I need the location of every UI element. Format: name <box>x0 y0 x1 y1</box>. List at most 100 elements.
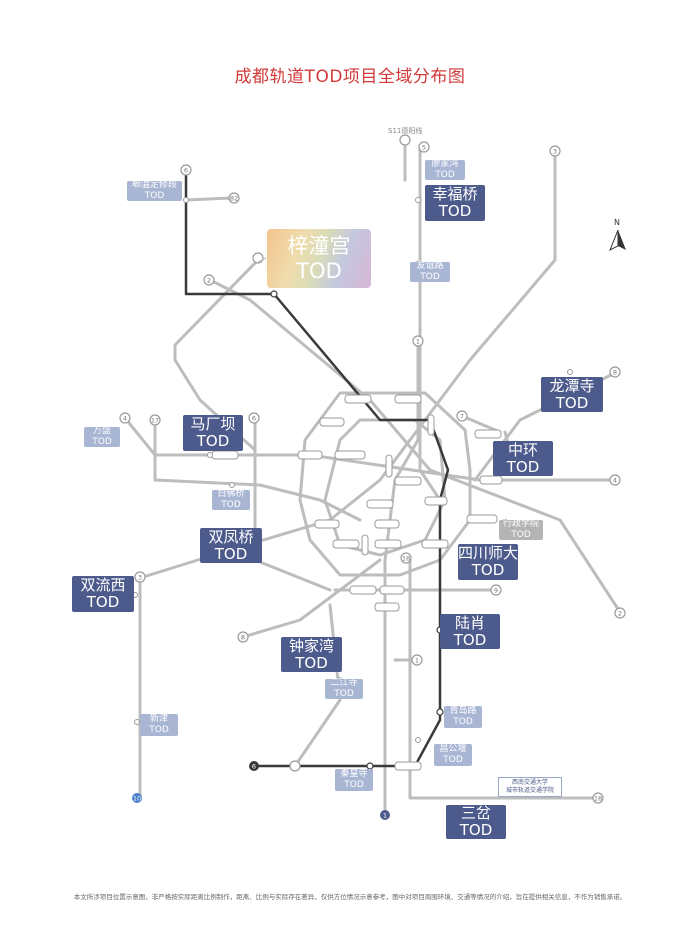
hero-project-ziyonggong[interactable]: 梓潼宫 TOD <box>267 229 371 288</box>
project-tod: TOD <box>86 593 120 611</box>
transfer-node <box>394 394 422 404</box>
project-qingdaolu[interactable]: 青岛路 TOD <box>444 706 482 728</box>
disclaimer: 本文所涉项目位置示意图，非严格按实际距离比例制作，距离、比例与实际存在差异，仅供… <box>73 893 627 901</box>
project-tod: TOD <box>555 393 589 412</box>
project-name: 行政学院 <box>502 519 539 529</box>
project-name: 郫温定修段 <box>131 180 177 190</box>
line-6b <box>253 416 332 592</box>
project-liaojiawan[interactable]: 廖家湾 TOD <box>425 159 465 180</box>
transfer-node <box>211 450 239 460</box>
line-end-8 <box>609 366 621 378</box>
inner-loop <box>323 418 447 557</box>
project-name: 二江寺 <box>330 678 358 688</box>
project-zhonghuan[interactable]: 中环 TOD <box>493 441 553 476</box>
project-tod: TOD <box>334 689 354 699</box>
transfer-node <box>319 417 345 427</box>
project-tod: TOD <box>196 432 230 450</box>
project-tod: TOD <box>471 561 505 579</box>
line-number-label: 8 <box>241 634 245 642</box>
project-tod: TOD <box>144 191 165 201</box>
line-number-label: 1 <box>416 338 420 346</box>
transfer-node <box>466 514 498 524</box>
map-title: 成都轨道TOD项目全域分布图 <box>234 67 466 87</box>
line-number-label: 1 <box>415 657 419 665</box>
project-xingzhengxueyuan[interactable]: 行政学院 TOD <box>499 519 543 540</box>
project-name: 青岛路 <box>449 706 477 716</box>
line-number-label: 10 <box>133 795 141 803</box>
university-line2: 城市轨道交通学院 <box>505 787 554 794</box>
project-name: 廖家湾 <box>431 159 459 169</box>
project-tod: TOD <box>453 717 473 727</box>
station-mababa-node <box>270 290 278 298</box>
transfer-node <box>379 585 405 595</box>
project-youyilu[interactable]: 友谊路 TOD <box>410 261 450 282</box>
north-arrow-icon <box>609 229 626 252</box>
project-luxiao[interactable]: 陆肖 TOD <box>440 614 500 649</box>
project-tod: TOD <box>92 437 112 447</box>
station <box>183 197 189 203</box>
station <box>134 719 140 725</box>
line-end-4e <box>609 474 621 486</box>
line-end-1s <box>411 654 423 666</box>
line-number-label: 5 <box>422 144 426 152</box>
project-name: 陆肖 <box>454 613 485 632</box>
station-qingdaolu <box>436 708 444 716</box>
line-8b <box>241 558 382 639</box>
university-label: 西南交通大学 城市轨道交通学院 <box>498 777 562 797</box>
project-wansheng[interactable]: 万盛 TOD <box>84 426 120 447</box>
line-end-2se <box>614 607 626 619</box>
project-name: 白佛桥 <box>217 489 245 499</box>
line-end-1 <box>412 335 424 347</box>
line-end-6-dark <box>249 761 259 771</box>
line-end-18s <box>400 552 412 564</box>
project-name: 四川师大 <box>458 544 519 562</box>
transfer-node <box>479 475 503 485</box>
project-shuangfengqiao[interactable]: 双凤桥 TOD <box>200 528 262 563</box>
project-name: 双流西 <box>80 576 126 594</box>
line-5s <box>293 603 342 768</box>
line-number-label: 2 <box>207 277 211 285</box>
line-end-6-top <box>180 164 192 176</box>
project-name: 秦皇寺 <box>340 769 368 779</box>
project-xingfuqiao[interactable]: 幸福桥 TOD <box>425 185 485 221</box>
line-number-label: 1 <box>383 812 387 820</box>
transfer-node <box>366 499 394 509</box>
project-name: 三岔 <box>460 804 491 822</box>
line-number-label: 2 <box>618 610 622 618</box>
station <box>207 452 213 458</box>
project-mababa[interactable]: 马厂坝 TOD <box>183 415 243 451</box>
transfer-node <box>394 476 422 486</box>
hero-pointer <box>257 257 267 263</box>
project-tod: TOD <box>296 258 342 283</box>
project-tod: TOD <box>511 530 531 540</box>
transfer-node <box>427 414 435 436</box>
transfer-node <box>332 539 360 549</box>
project-sancha[interactable]: 三岔 TOD <box>446 805 506 839</box>
line-number-label: 6 <box>252 415 256 423</box>
line-8c <box>183 196 234 202</box>
project-pi-wen[interactable]: 郫温定修段 TOD <box>127 180 182 201</box>
project-xinjin[interactable]: 新津 TOD <box>140 714 178 736</box>
project-sichuanshida[interactable]: 四川师大 TOD <box>458 544 518 580</box>
project-erjiangsi[interactable]: 二江寺 TOD <box>325 678 363 699</box>
line-number-label: 17 <box>151 417 159 425</box>
project-baifoqiao[interactable]: 白佛桥 TOD <box>212 489 250 510</box>
line-7s <box>460 414 502 434</box>
project-name: 中环 <box>507 440 538 459</box>
line-end-2 <box>203 274 215 286</box>
line-end-8s <box>237 631 249 643</box>
station <box>229 482 235 488</box>
project-name: 幸福桥 <box>432 185 478 203</box>
line-end-18e <box>592 792 604 804</box>
project-tod: TOD <box>420 272 440 282</box>
project-name: 昌公堰 <box>439 744 467 754</box>
project-shuangliuxi[interactable]: 双流西 TOD <box>72 576 134 612</box>
project-tod: TOD <box>344 780 364 790</box>
project-qinhuangsi[interactable]: 秦皇寺 TOD <box>335 769 373 791</box>
line-number-label: 3 <box>553 148 557 156</box>
project-longtansi[interactable]: 龙潭寺 TOD <box>541 377 603 412</box>
project-changgongyan[interactable]: 昌公堰 TOD <box>434 744 472 766</box>
transfer-node <box>314 519 340 529</box>
project-zhongjiawan[interactable]: 钟家湾 TOD <box>281 637 342 672</box>
transfer-node <box>374 602 400 612</box>
